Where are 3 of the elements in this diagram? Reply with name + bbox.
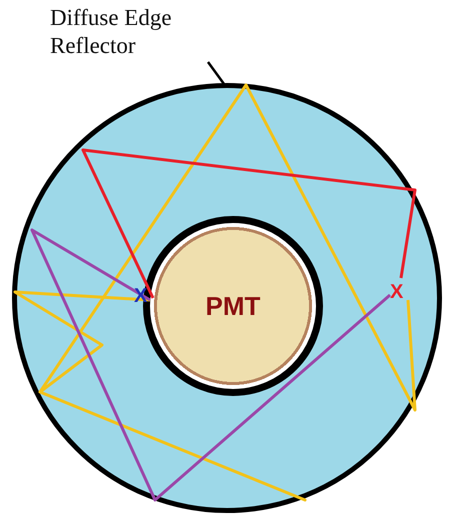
reflector-label: Diffuse Edge Reflector [50, 4, 220, 60]
leader-line [206, 61, 226, 85]
position-mark: X [390, 282, 404, 302]
